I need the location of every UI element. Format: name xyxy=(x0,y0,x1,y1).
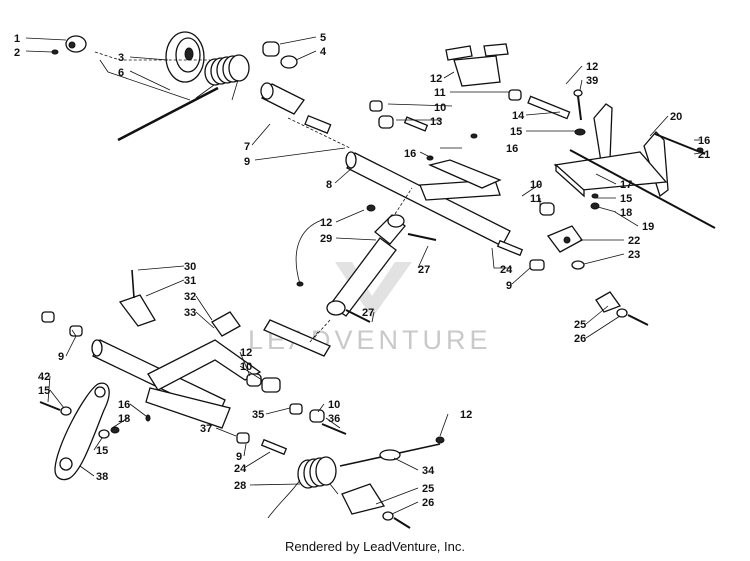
callout-16-left: 16 xyxy=(118,399,130,411)
callout-27-lower: 27 xyxy=(362,307,374,319)
callout-16-right: 16 xyxy=(698,135,710,147)
callout-13: 13 xyxy=(430,116,442,128)
callout-12-lower: 12 xyxy=(460,409,472,421)
callout-19: 19 xyxy=(642,221,654,233)
footer-credit: Rendered by LeadVenture, Inc. xyxy=(285,539,465,554)
callout-42: 42 xyxy=(38,371,50,383)
callout-34: 34 xyxy=(422,465,435,477)
callout-15: 15 xyxy=(510,126,522,138)
callout-16-shaft: 16 xyxy=(404,148,416,160)
callout-31: 31 xyxy=(184,275,196,287)
leader-lines xyxy=(25,36,707,515)
callout-29: 29 xyxy=(320,233,332,245)
callout-2: 2 xyxy=(14,47,20,59)
callout-14: 14 xyxy=(512,110,525,122)
callout-25: 25 xyxy=(574,319,586,331)
callout-15-plate: 15 xyxy=(620,193,632,205)
callout-9-right: 9 xyxy=(506,280,512,292)
callout-20: 20 xyxy=(670,111,682,123)
callout-11: 11 xyxy=(434,87,446,99)
callout-10-front: 10 xyxy=(240,361,252,373)
callout-27: 27 xyxy=(418,264,430,276)
callout-6: 6 xyxy=(118,67,124,79)
callout-33: 33 xyxy=(184,307,196,319)
callout-26: 26 xyxy=(574,333,586,345)
callout-32: 32 xyxy=(184,291,196,303)
callout-38: 38 xyxy=(96,471,108,483)
callout-12-shock: 12 xyxy=(320,217,332,229)
callout-10-right: 10 xyxy=(530,179,542,191)
torsion-spring xyxy=(195,54,250,101)
front-arm-assembly xyxy=(39,269,445,529)
callout-17: 17 xyxy=(620,179,632,191)
callout-21: 21 xyxy=(698,149,710,161)
callout-1: 1 xyxy=(14,33,20,45)
callout-8: 8 xyxy=(326,179,332,191)
callout-9-left: 9 xyxy=(58,351,64,363)
callout-24-lower: 24 xyxy=(234,463,247,475)
callout-30: 30 xyxy=(184,261,196,273)
callout-36: 36 xyxy=(328,413,340,425)
callout-10-lower: 10 xyxy=(328,399,340,411)
callout-25-lower: 25 xyxy=(422,483,434,495)
callout-23: 23 xyxy=(628,249,640,261)
callout-18-left: 18 xyxy=(118,413,130,425)
callout-24: 24 xyxy=(500,264,513,276)
callout-26-lower: 26 xyxy=(422,497,434,509)
callout-39: 39 xyxy=(586,75,598,87)
callout-5: 5 xyxy=(320,32,326,44)
front-torsion-spring xyxy=(267,456,339,519)
axle-shaft xyxy=(263,319,331,357)
idler-wheel-assembly xyxy=(51,31,351,149)
callout-9-lower: 9 xyxy=(236,451,242,463)
callout-4: 4 xyxy=(320,46,327,58)
callout-16: 16 xyxy=(506,143,518,155)
callout-15-left: 15 xyxy=(38,385,50,397)
callout-9: 9 xyxy=(244,156,250,168)
callout-10: 10 xyxy=(434,102,446,114)
callout-12-bracket: 12 xyxy=(586,61,598,73)
callout-22: 22 xyxy=(628,235,640,247)
rear-arm-assembly xyxy=(345,43,716,326)
callout-37: 37 xyxy=(200,423,212,435)
callout-11-right: 11 xyxy=(530,193,542,205)
callout-3: 3 xyxy=(118,52,124,64)
callout-15-link: 15 xyxy=(96,445,108,457)
callout-18: 18 xyxy=(620,207,632,219)
callout-35: 35 xyxy=(252,409,264,421)
callouts: 1 2 3 6 5 4 7 9 8 12 11 10 13 12 39 14 1… xyxy=(14,32,710,509)
callout-12: 12 xyxy=(430,73,442,85)
shock-absorber xyxy=(295,187,437,341)
callout-28: 28 xyxy=(234,480,246,492)
callout-7: 7 xyxy=(244,141,250,153)
callout-12-front: 12 xyxy=(240,347,252,359)
